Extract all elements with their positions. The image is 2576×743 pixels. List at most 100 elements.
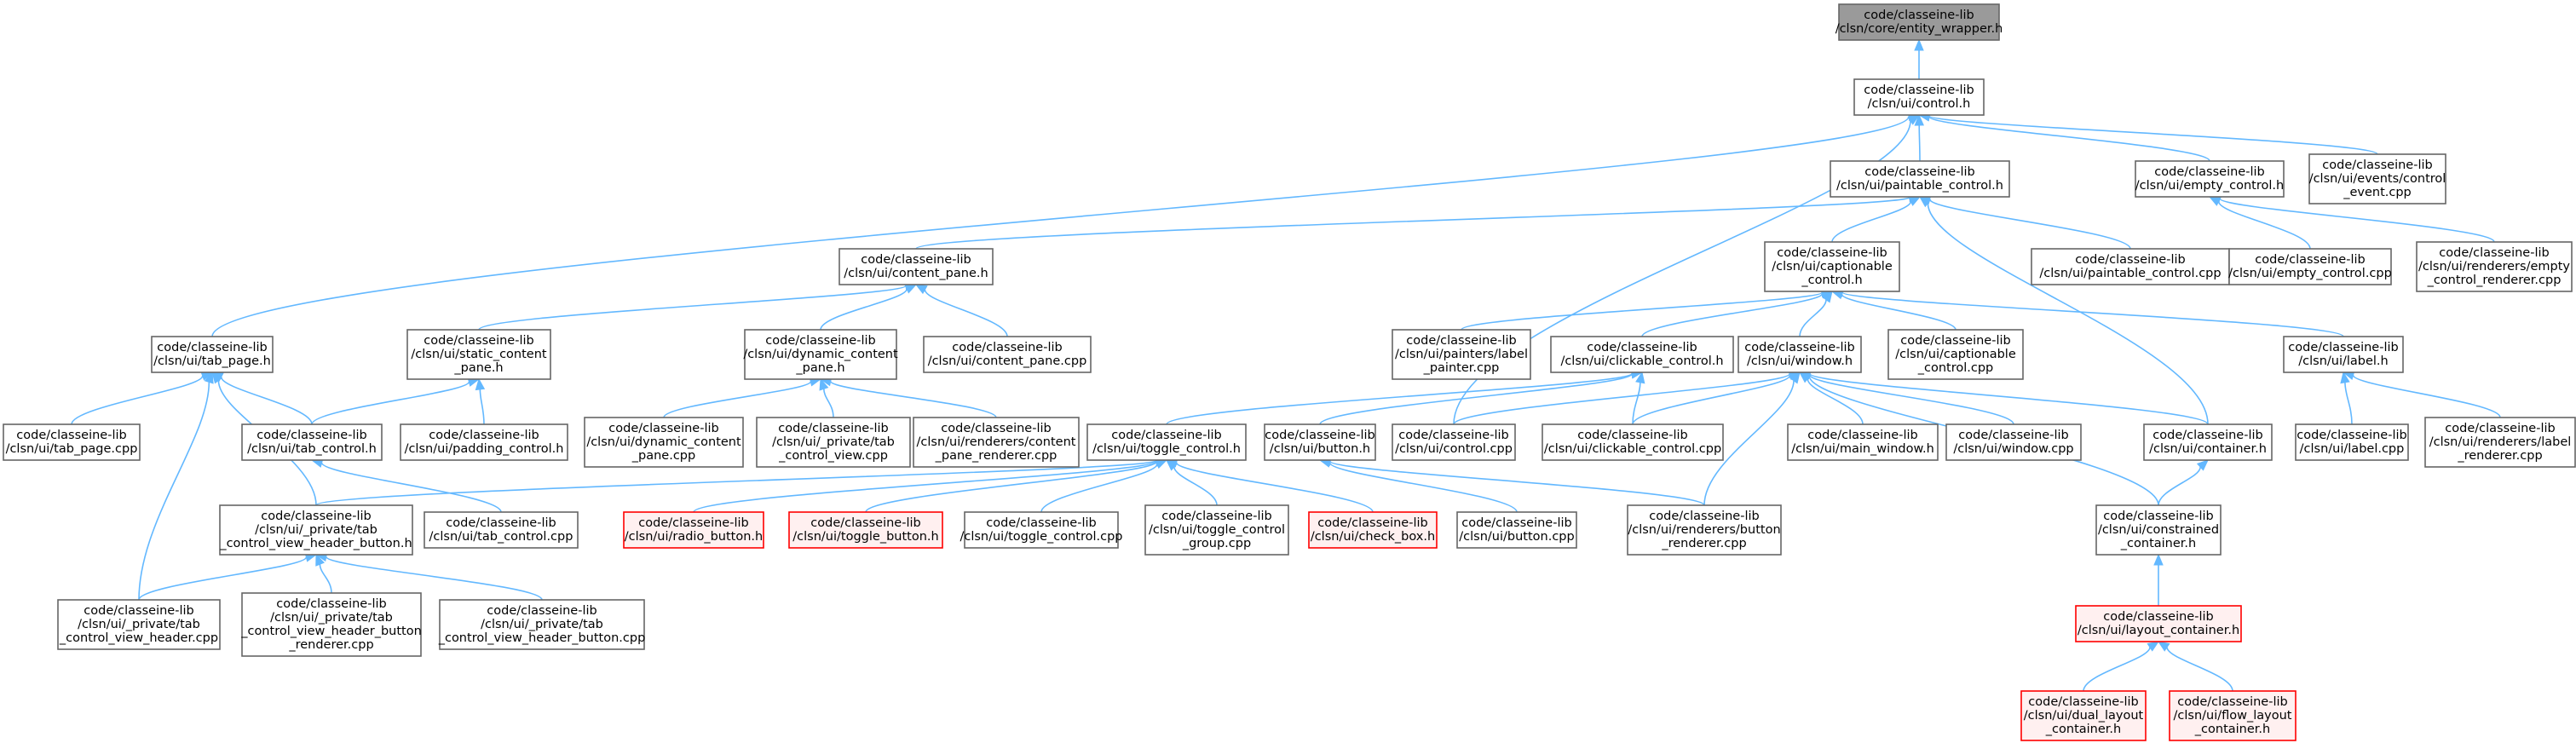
- node-label-renderer-cpp[interactable]: code/classeine-lib/clsn/ui/renderers/lab…: [2424, 417, 2576, 468]
- node-tcv-header-cpp[interactable]: code/classeine-lib/clsn/ui/_private/tab_…: [57, 599, 221, 650]
- node-padding-control-h[interactable]: code/classeine-lib/clsn/ui/padding_contr…: [400, 423, 568, 461]
- node-box: [400, 423, 568, 461]
- edge-button-renderer-cpp-to-button-h: [1329, 460, 1705, 506]
- node-flow-layout-container-h[interactable]: code/classeine-lib/clsn/ui/flow_layout_c…: [2169, 690, 2297, 741]
- node-box: [2135, 160, 2285, 198]
- node-box: [2308, 153, 2446, 204]
- edge-arrowhead: [1914, 38, 1924, 51]
- node-box: [1086, 423, 1247, 461]
- node-label-h[interactable]: code/classeine-lib/clsn/ui/label.h: [2283, 336, 2404, 373]
- node-tcv-header-button-h[interactable]: code/classeine-lib/clsn/ui/_private/tab_…: [219, 504, 413, 556]
- node-toggle-button-h[interactable]: code/classeine-lib/clsn/ui/toggle_button…: [788, 511, 943, 549]
- edge-clickable-control-h-to-captionable-control-h: [1641, 293, 1824, 337]
- node-dynamic-content-pane-h[interactable]: code/classeine-lib/clsn/ui/dynamic_conte…: [743, 329, 898, 380]
- node-label-painter-cpp[interactable]: code/classeine-lib/clsn/ui/painters/labe…: [1392, 329, 1531, 380]
- edge-arrowhead: [1822, 290, 1833, 303]
- node-tab-control-view-cpp[interactable]: code/classeine-lib/clsn/ui/_private/tab_…: [756, 417, 911, 468]
- node-content-pane-cpp[interactable]: code/classeine-lib/clsn/ui/content_pane.…: [923, 336, 1092, 373]
- node-content-pane-h[interactable]: code/classeine-lib/clsn/ui/content_pane.…: [838, 248, 994, 285]
- node-control-event-cpp[interactable]: code/classeine-lib/clsn/ui/events/contro…: [2308, 153, 2446, 204]
- node-label-line: code/classeine-lib: [1265, 429, 1374, 442]
- node-box: [3, 423, 141, 461]
- node-label-line: /clsn/ui/label.h: [2298, 354, 2389, 368]
- node-label-line: /clsn/ui/dynamic_content: [586, 435, 741, 449]
- node-label-line: _group.cpp: [1182, 537, 1251, 550]
- node-box: [1550, 336, 1734, 373]
- node-container-h[interactable]: code/classeine-lib/clsn/ui/container.h: [2143, 423, 2273, 461]
- node-label-line: /clsn/ui/captionable: [1772, 260, 1893, 274]
- node-window-h[interactable]: code/classeine-lib/clsn/ui/window.h: [1738, 336, 1862, 373]
- node-label-line: /clsn/ui/control.cpp: [1395, 442, 1513, 456]
- node-toggle-control-h[interactable]: code/classeine-lib/clsn/ui/toggle_contro…: [1086, 423, 1247, 461]
- node-label-line: code/classeine-lib: [1317, 516, 1427, 530]
- node-constrained-container-h[interactable]: code/classeine-lib/clsn/ui/constrained_c…: [2095, 504, 2222, 556]
- node-button-renderer-cpp[interactable]: code/classeine-lib/clsn/ui/renderers/but…: [1627, 504, 1782, 556]
- node-dynamic-content-pane-cpp[interactable]: code/classeine-lib/clsn/ui/dynamic_conte…: [584, 417, 744, 468]
- node-empty-control-h[interactable]: code/classeine-lib/clsn/ui/empty_control…: [2135, 160, 2285, 198]
- node-paintable-control-cpp[interactable]: code/classeine-lib/clsn/ui/paintable_con…: [2031, 248, 2230, 285]
- node-check-box-h[interactable]: code/classeine-lib/clsn/ui/check_box.h: [1308, 511, 1438, 549]
- node-box: [923, 336, 1092, 373]
- node-tab-control-cpp[interactable]: code/classeine-lib/clsn/ui/tab_control.c…: [424, 511, 579, 549]
- node-static-content-pane-h[interactable]: code/classeine-lib/clsn/ui/static_conten…: [406, 329, 551, 380]
- node-clickable-control-cpp[interactable]: code/classeine-lib/clsn/ui/clickable_con…: [1542, 423, 1724, 461]
- edge-tab-page-h-to-control-h: [211, 116, 1910, 337]
- node-layout-container-h[interactable]: code/classeine-lib/clsn/ui/layout_contai…: [2075, 605, 2242, 642]
- node-empty-control-renderer-cpp[interactable]: code/classeine-lib/clsn/ui/renderers/emp…: [2416, 241, 2573, 292]
- edge-toggle-control-cpp-to-toggle-control-h: [1040, 464, 1158, 513]
- node-paintable-control-h[interactable]: code/classeine-lib/clsn/ui/paintable_con…: [1830, 160, 2010, 198]
- node-content-pane-renderer-cpp[interactable]: code/classeine-lib/clsn/ui/renderers/con…: [913, 417, 1080, 468]
- node-label-line: code/classeine-lib: [2445, 422, 2555, 435]
- node-button-cpp[interactable]: code/classeine-lib/clsn/ui/button.cpp: [1456, 511, 1577, 549]
- node-label-line: /clsn/ui/_private/tab: [481, 618, 603, 631]
- edge-empty-control-renderer-cpp-to-empty-control-h: [2219, 198, 2495, 243]
- node-tab-page-h[interactable]: code/classeine-lib/clsn/ui/tab_page.h: [151, 336, 274, 373]
- node-label-line: code/classeine-lib: [2075, 253, 2185, 267]
- node-main-window-h[interactable]: code/classeine-lib/clsn/ui/main_window.h: [1787, 423, 1939, 461]
- node-dual-layout-container-h[interactable]: code/classeine-lib/clsn/ui/dual_layout_c…: [2020, 690, 2147, 741]
- node-clickable-control-h[interactable]: code/classeine-lib/clsn/ui/clickable_con…: [1550, 336, 1734, 373]
- edge-label-cpp-to-label-h: [2344, 382, 2353, 425]
- edge-window-cpp-to-window-h: [1808, 374, 2014, 425]
- node-label-line: /clsn/ui/padding_control.h: [405, 442, 564, 456]
- edge-arrowhead: [315, 553, 325, 567]
- node-tab-page-cpp[interactable]: code/classeine-lib/clsn/ui/tab_page.cpp: [3, 423, 141, 461]
- node-label-line: _pane_renderer.cpp: [935, 449, 1057, 463]
- node-captionable-control-cpp[interactable]: code/classeine-lib/clsn/ui/captionable_c…: [1887, 329, 2024, 380]
- edge-container-h-to-window-h: [1809, 372, 2209, 425]
- edge-tab-control-view-cpp-to-dynamic-content-pane-h: [822, 389, 834, 418]
- node-label-line: _container.h: [2045, 723, 2121, 736]
- node-control-h[interactable]: code/classeine-lib/clsn/ui/control.h: [1853, 78, 1985, 116]
- node-label-line: code/classeine-lib: [1461, 516, 1571, 530]
- node-box: [2283, 336, 2404, 373]
- node-box: [1738, 336, 1862, 373]
- edge-tcv-header-button-cpp-to-tcv-header-button-h: [325, 556, 543, 601]
- node-button-h[interactable]: code/classeine-lib/clsn/ui/button.h: [1264, 423, 1376, 461]
- node-box: [1764, 241, 1900, 292]
- node-window-cpp[interactable]: code/classeine-lib/clsn/ui/window.cpp: [1945, 423, 2082, 461]
- node-label-line: _control_view.cpp: [778, 449, 888, 463]
- edge-arrowhead: [1908, 196, 1922, 206]
- node-tcv-header-button-renderer-cpp[interactable]: code/classeine-lib/clsn/ui/_private/tab_…: [240, 592, 422, 657]
- node-label-line: /clsn/ui/toggle_button.h: [792, 530, 938, 544]
- node-box: [2143, 423, 2273, 461]
- node-toggle-control-cpp[interactable]: code/classeine-lib/clsn/ui/toggle_contro…: [960, 511, 1123, 549]
- node-control-cpp[interactable]: code/classeine-lib/clsn/ui/control.cpp: [1392, 423, 1516, 461]
- node-box: [1308, 511, 1438, 549]
- node-box: [2075, 605, 2242, 642]
- node-tab-control-h[interactable]: code/classeine-lib/clsn/ui/tab_control.h: [241, 423, 383, 461]
- edge-arrowhead: [2196, 459, 2209, 471]
- node-label-line: code/classeine-lib: [1398, 429, 1508, 442]
- node-radio-button-h[interactable]: code/classeine-lib/clsn/ui/radio_button.…: [623, 511, 764, 549]
- node-tcv-header-button-cpp[interactable]: code/classeine-lib/clsn/ui/_private/tab_…: [438, 599, 646, 650]
- node-captionable-control-h[interactable]: code/classeine-lib/clsn/ui/captionable_c…: [1764, 241, 1900, 292]
- node-empty-control-cpp[interactable]: code/classeine-lib/clsn/ui/empty_control…: [2228, 248, 2392, 285]
- node-label-line: /clsn/ui/tab_page.h: [153, 354, 271, 368]
- node-box: [57, 599, 221, 650]
- node-box: [623, 511, 764, 549]
- node-box: [2169, 690, 2297, 741]
- edge-arrowhead: [211, 371, 223, 384]
- node-entity-wrapper[interactable]: code/classeine-lib/clsn/core/entity_wrap…: [1835, 3, 2003, 41]
- node-label-cpp[interactable]: code/classeine-lib/clsn/ui/label.cpp: [2295, 423, 2409, 461]
- node-toggle-control-group-cpp[interactable]: code/classeine-lib/clsn/ui/toggle_contro…: [1144, 504, 1289, 556]
